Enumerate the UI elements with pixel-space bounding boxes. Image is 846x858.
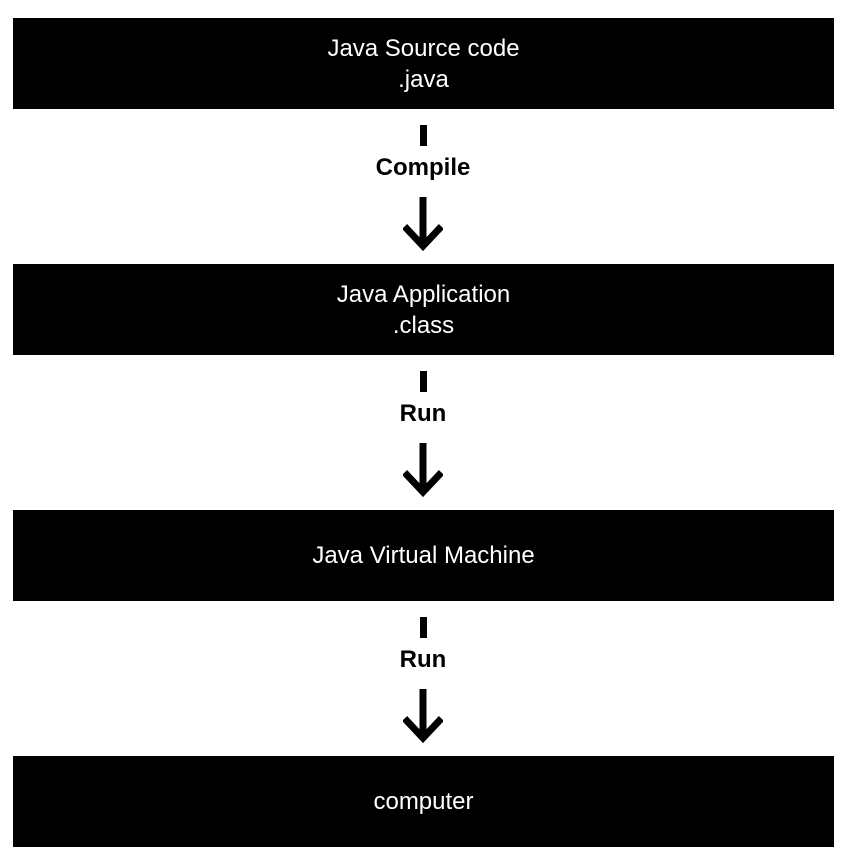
arrow-down-icon bbox=[403, 689, 443, 743]
edge-compile: Compile bbox=[348, 109, 498, 264]
edge-label: Run bbox=[399, 400, 447, 427]
node-java-source-code: Java Source code .java bbox=[13, 18, 834, 109]
edge-label: Run bbox=[399, 646, 447, 673]
node-title: Java Source code bbox=[327, 34, 520, 62]
node-title: computer bbox=[373, 788, 474, 815]
edge-run-1: Run bbox=[348, 355, 498, 510]
edge-dash bbox=[420, 617, 427, 638]
node-title: Java Virtual Machine bbox=[312, 542, 535, 569]
arrow-down-icon bbox=[403, 443, 443, 497]
node-subtitle: .java bbox=[398, 65, 449, 93]
node-computer: computer bbox=[13, 756, 834, 847]
arrow-down-icon bbox=[403, 197, 443, 251]
node-java-application: Java Application .class bbox=[13, 264, 834, 355]
node-subtitle: .class bbox=[392, 311, 455, 339]
node-java-virtual-machine: Java Virtual Machine bbox=[13, 510, 834, 601]
edge-run-2: Run bbox=[348, 601, 498, 756]
edge-label: Compile bbox=[375, 154, 471, 181]
edge-dash bbox=[420, 371, 427, 392]
edge-dash bbox=[420, 125, 427, 146]
node-title: Java Application bbox=[336, 280, 511, 308]
